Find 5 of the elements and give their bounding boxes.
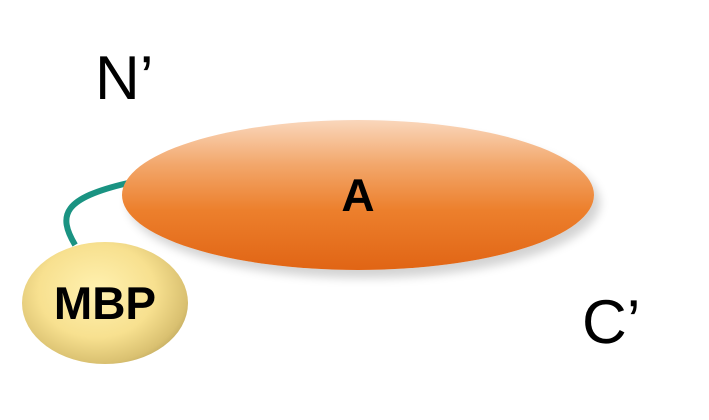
tag-ellipse: MBP	[22, 242, 188, 364]
terminus-label: N’	[95, 48, 154, 110]
linker-line	[63, 180, 129, 246]
protein-ellipse: A	[122, 120, 594, 270]
terminus-label: C’	[582, 292, 641, 354]
